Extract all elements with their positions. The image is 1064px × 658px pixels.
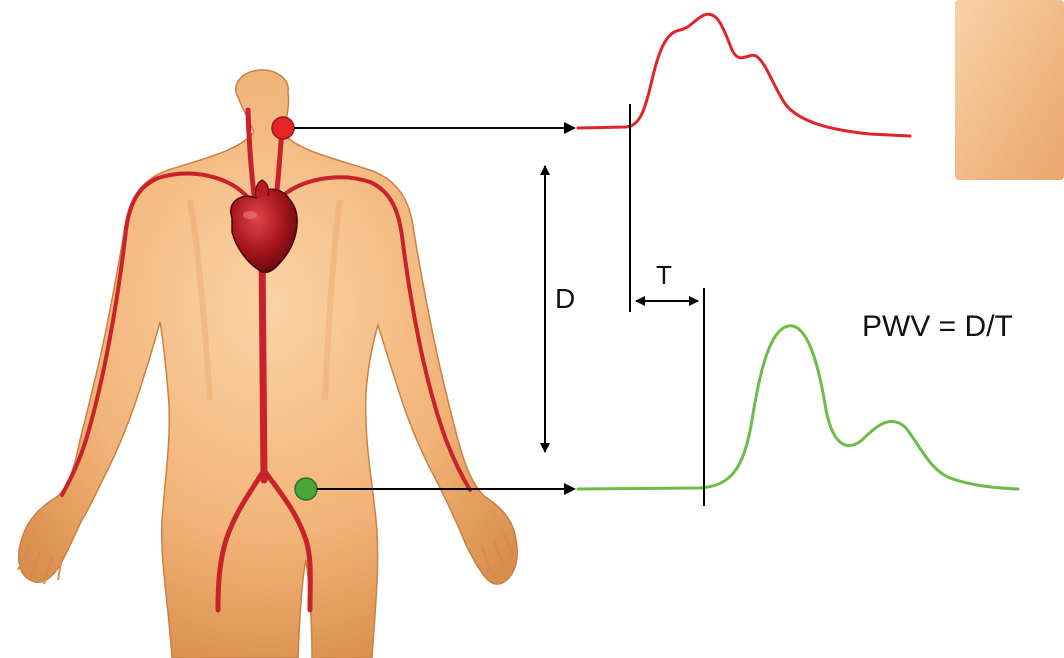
pwv-formula: PWV = D/T: [862, 310, 1013, 343]
femoral-waveform: [578, 326, 1018, 489]
body-silhouette: [19, 70, 518, 658]
carotid-waveform: [578, 14, 910, 136]
time-label: T: [656, 260, 672, 290]
human-body-figure: [18, 70, 517, 658]
femoral-sensor-dot: [295, 478, 317, 500]
skin-inset-panel: [955, 0, 1064, 180]
carotid-sensor-dot: [272, 117, 294, 139]
distance-label: D: [555, 283, 575, 314]
